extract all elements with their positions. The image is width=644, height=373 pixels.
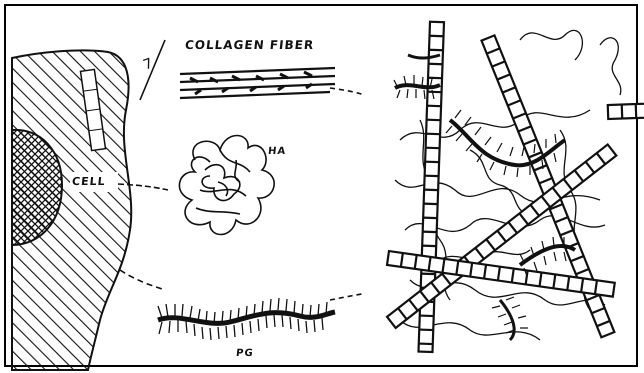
collagen-fiber (180, 68, 335, 98)
pg-label: PG (235, 348, 254, 359)
ha-coil (179, 136, 274, 235)
collagen-fiber-label: COLLAGEN FIBER (184, 38, 315, 52)
cell-body (12, 50, 131, 370)
pg-brush (158, 298, 335, 340)
cell-label: CELL (71, 175, 106, 188)
ha-label: HA (267, 146, 286, 157)
matrix-collagen-fibers (387, 22, 644, 352)
svg-text:7: 7 (141, 56, 155, 74)
